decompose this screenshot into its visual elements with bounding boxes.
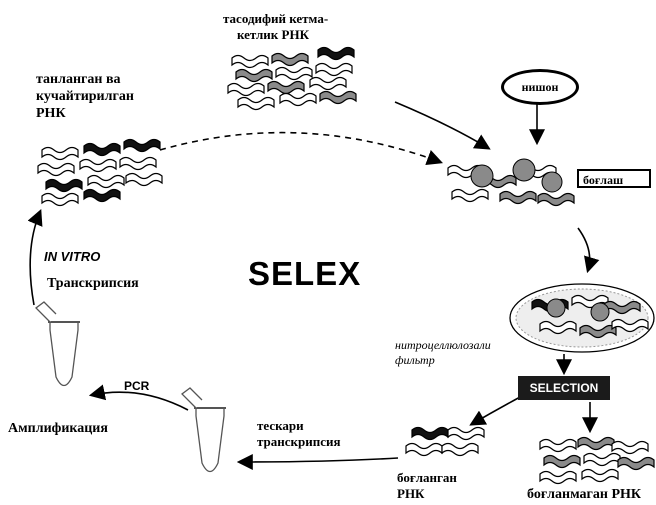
- selected-rna-pool: [37, 138, 163, 207]
- unbound-rna-label: боғланмаган РНК: [527, 487, 642, 502]
- transcription-label: Транскрипсия: [47, 276, 139, 291]
- amplification-label: Амплификация: [8, 421, 108, 436]
- binding-label: боғлаш: [577, 169, 651, 188]
- bound-rna-label-1: боғланган: [397, 470, 457, 485]
- selected-rna-label-1: танланган ва: [36, 72, 121, 87]
- unbound-rna: [539, 436, 655, 485]
- filter-label-1: нитроцеллюлозали: [395, 338, 491, 352]
- transcription-arrow: [27, 209, 43, 306]
- selex-title: SELEX: [248, 255, 362, 292]
- filter-label-2: фильтр: [395, 353, 435, 367]
- nitrocellulose-filter: [509, 283, 655, 353]
- pool-to-binding-arrow: [394, 101, 491, 150]
- reverse-transcription-label-2: транскрипсия: [257, 434, 341, 449]
- bound-to-tube-arrow: [236, 453, 399, 470]
- to-bound-arrow: [469, 395, 523, 426]
- selected-rna-label-2: кучайтирилган: [36, 89, 134, 104]
- pcr-label: PCR: [124, 379, 150, 393]
- reverse-transcription-tube: [181, 387, 227, 473]
- random-rna-pool: [227, 46, 357, 111]
- random-rna-label-2: кетлик РНК: [237, 27, 310, 42]
- pcr-arrow: [88, 384, 189, 411]
- selection-label: SELECTION: [518, 376, 610, 400]
- random-rna-label-1: тасодифий кетма-: [223, 11, 329, 26]
- bound-rna-label-2: РНК: [397, 486, 425, 501]
- cycle-dashed-arrow: [159, 131, 444, 166]
- amplification-tube: [35, 301, 81, 387]
- target-label: нишон: [501, 69, 579, 105]
- binding-to-filter-arrow: [577, 227, 600, 274]
- bound-rna: [405, 426, 485, 457]
- reverse-transcription-label-1: тескари: [257, 418, 304, 433]
- in-vitro-label: IN VITRO: [44, 249, 101, 264]
- binding-complex: [447, 158, 575, 207]
- selected-rna-label-3: РНК: [36, 106, 66, 121]
